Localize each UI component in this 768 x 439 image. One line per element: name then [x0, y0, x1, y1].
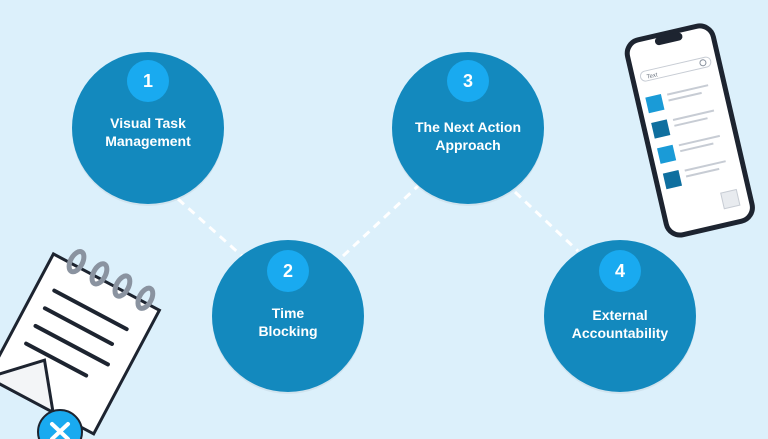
step-number-badge: 3 — [447, 60, 489, 102]
connector-3-4 — [513, 190, 580, 253]
step-title-line: Time — [271, 305, 305, 321]
step-title: External Accountability — [554, 306, 686, 342]
step-title-line: External — [592, 307, 648, 323]
phone-search-text: Text — [646, 72, 658, 80]
step-number-badge: 1 — [127, 60, 169, 102]
step-circle-4: 4 External Accountability — [544, 240, 696, 392]
step-title-line: Management — [105, 133, 191, 149]
phone-list — [645, 84, 726, 190]
step-title-line: Accountability — [571, 325, 669, 341]
step-number-badge: 4 — [599, 250, 641, 292]
step-title: Time Blocking — [222, 304, 354, 340]
connector-2-3 — [341, 184, 420, 258]
step-title: The Next Action Approach — [402, 118, 534, 154]
notepad-lines — [24, 288, 129, 378]
step-title: Visual Task Management — [82, 114, 214, 150]
step-title-line: Approach — [435, 137, 501, 153]
step-circle-3: 3 The Next Action Approach — [392, 52, 544, 204]
connector-1-2 — [177, 197, 243, 258]
step-title-line: Visual Task — [110, 115, 186, 131]
close-icon — [37, 409, 83, 439]
smartphone-illustration: Text — [624, 23, 755, 238]
step-circle-2: 2 Time Blocking — [212, 240, 364, 392]
step-title-line: The Next Action — [414, 119, 522, 135]
step-number-badge: 2 — [267, 250, 309, 292]
step-circle-1: 1 Visual Task Management — [72, 52, 224, 204]
notepad-spiral — [66, 249, 156, 311]
step-title-line: Blocking — [258, 323, 318, 339]
spiral-notepad-illustration — [0, 249, 162, 436]
